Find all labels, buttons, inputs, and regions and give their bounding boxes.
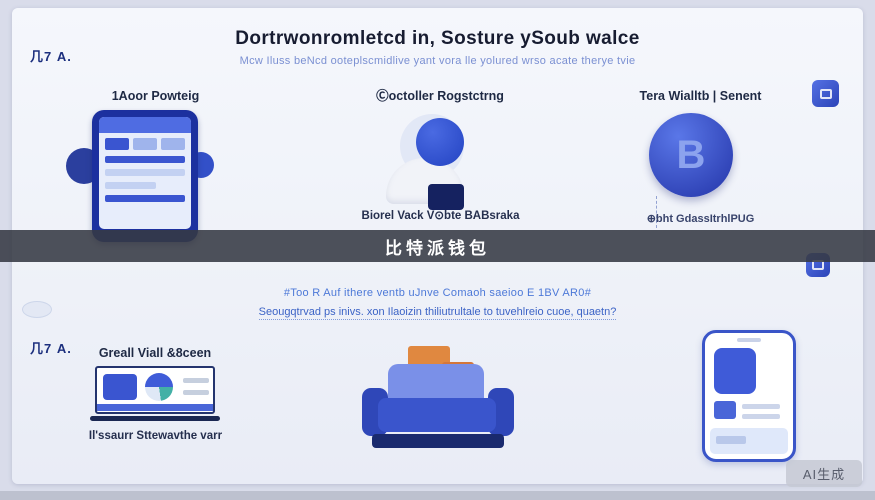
caption-controller: Biorel Vack V⊙bte BABsraka [361, 210, 520, 222]
column-label-door-posting: 1Aoor Powteig [111, 89, 200, 103]
chip [105, 138, 129, 150]
overlay-banner: 比特派钱包 [0, 230, 875, 262]
phone-footer-bar [716, 436, 746, 444]
phone-screen-bar [105, 182, 156, 189]
chip [161, 138, 185, 150]
dashboard-strip [97, 404, 213, 411]
bottom-edge-strip [0, 491, 875, 500]
phone-screen-bar [105, 169, 185, 176]
phone-screen-chips [99, 133, 191, 150]
wallet-phone-illustration [66, 110, 214, 242]
b-coin-icon: B [649, 113, 733, 197]
phone-footer-area [710, 428, 788, 454]
phone-screen [99, 117, 191, 229]
mid-link-line-2-text[interactable]: Seougqtrvad ps inivs. xon Ilaoizin thili… [258, 306, 617, 320]
phone-text-line [742, 414, 780, 419]
dashboard-line [183, 378, 209, 383]
dashboard-block [103, 374, 137, 400]
decorative-blob [22, 301, 52, 318]
column-label-tera-wallet: Tera Wialltb | Senent [639, 89, 762, 103]
dashboard-line [183, 390, 209, 395]
app-logo-top: 几7 A. [30, 49, 72, 64]
mid-link-line-2[interactable]: Seougqtrvad ps inivs. xon Ilaoizin thili… [0, 306, 875, 320]
person-base [428, 184, 464, 210]
dashboard-base [90, 416, 220, 421]
mid-link-line-1[interactable]: #Too R Auf ithere ventb uJnve Comaoh sae… [283, 287, 592, 299]
sofa-seat [378, 398, 496, 432]
phone-screen-bar [105, 156, 185, 163]
bottom-left-label: Greall Viall &8ceen [98, 346, 212, 360]
person-head [416, 118, 464, 166]
chip [133, 138, 157, 150]
sofa-base [372, 434, 504, 448]
banner-text: 比特派钱包 [385, 238, 490, 258]
dashboard-card-illustration [90, 366, 220, 424]
window-icon-glyph [819, 88, 832, 99]
sofa-illustration [362, 346, 514, 454]
caption-wallet: ⊕bht GdassItrhlPUG [646, 213, 755, 225]
column-label-controller-registering: Ⓒoctoller Rogstctrng [376, 89, 504, 103]
page-subtitle[interactable]: Mcw Iluss beNcd ooteplscmidlive yant vor… [239, 55, 636, 67]
app-phone-illustration [702, 330, 796, 462]
phone-small-tile [714, 401, 736, 419]
dashed-divider [656, 196, 657, 228]
phone-text-line [742, 404, 780, 409]
ai-watermark-badge: AI生成 [786, 460, 862, 487]
bottom-left-caption: Il'ssaurr Sttewavthe varr [88, 430, 223, 442]
window-icon-top-right[interactable] [812, 80, 839, 107]
dashboard-pie-chart [145, 373, 173, 401]
person-illustration [382, 110, 494, 210]
phone-screen-bar [105, 195, 185, 202]
phone-notch [737, 338, 761, 342]
page-title: Dortrwonromletcd in, Sosture ySoub walce [235, 28, 640, 49]
phone-screen-header [99, 117, 191, 133]
app-logo-bottom: 几7 A. [30, 341, 72, 356]
phone-app-tile [714, 348, 756, 394]
